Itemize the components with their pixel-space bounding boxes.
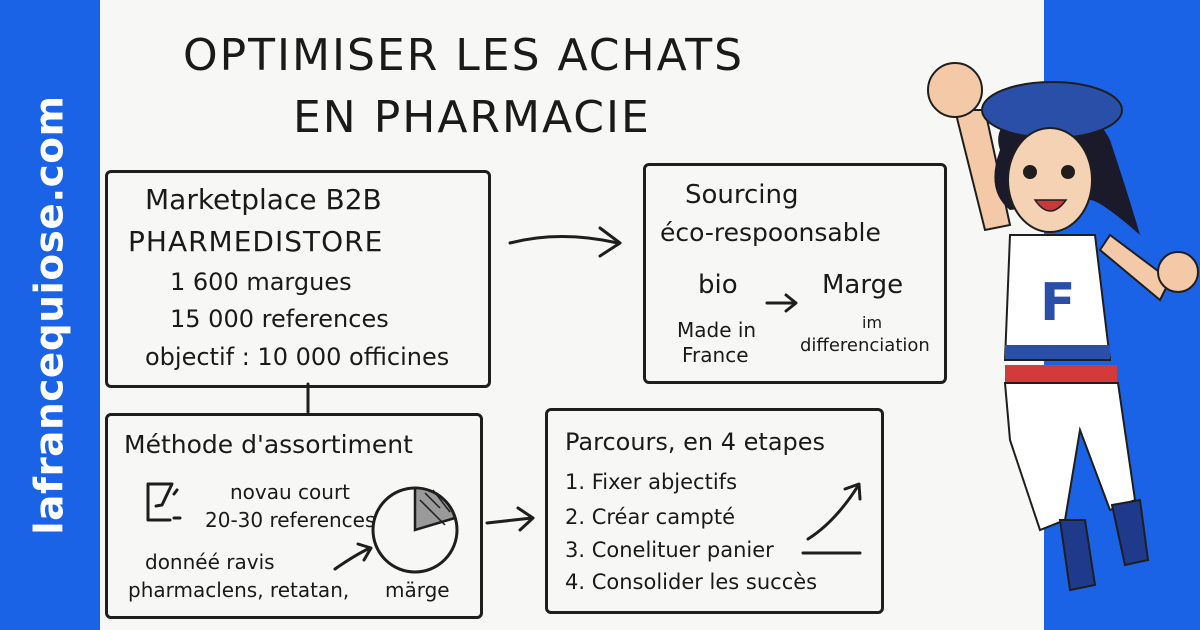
sourcing-heading-1: Sourcing — [685, 180, 799, 210]
methode-donnees: donnéé ravis — [145, 550, 275, 574]
sourcing-heading-2: éco-respoonsable — [660, 218, 881, 247]
sourcing-bio: bio — [698, 270, 738, 300]
sourcing-box — [643, 163, 947, 384]
sourcing-france: France — [682, 343, 749, 367]
methode-heading: Méthode d'assortiment — [124, 430, 413, 459]
parcours-step-4: 4. Consolider les succès — [565, 570, 818, 594]
arrow-bio-to-marge — [765, 293, 798, 313]
methode-refs: 20-30 references — [205, 508, 376, 532]
arrow-marketplace-to-sourcing — [508, 235, 620, 245]
sourcing-differenciation: differenciation — [800, 335, 930, 356]
boot-left — [1058, 519, 1097, 592]
side-fist — [1157, 251, 1199, 293]
methode-niveau: novau court — [230, 480, 351, 504]
marketplace-box — [105, 170, 491, 388]
sourcing-made-in: Made in — [677, 318, 757, 342]
tank-top — [1003, 234, 1112, 361]
arrow-methode-to-parcours — [485, 506, 535, 532]
pie-chart — [371, 486, 459, 574]
pie-slice-marge — [413, 486, 457, 532]
shirt-letter: F — [1040, 273, 1076, 333]
sourcing-marge: Marge — [822, 270, 904, 300]
marketplace-heading-2: PHARMEDISTORE — [128, 225, 384, 258]
arrow-head-sourcing — [598, 226, 622, 258]
parcours-step-1: 1. Fixer abjectifs — [565, 470, 738, 494]
sketch-overlay — [146, 226, 862, 574]
marketplace-goal: objectif : 10 000 officines — [145, 343, 450, 371]
growth-arrow — [806, 482, 862, 541]
raised-fist — [927, 62, 983, 118]
parcours-step-2: 2. Créar campté — [565, 505, 735, 529]
marketplace-heading-1: Marketplace B2B — [145, 183, 382, 216]
parcours-heading: Parcours, en 4 etapes — [565, 428, 826, 456]
whiteboard-canvas: OPTIMISER LES ACHATS EN PHARMACIE Market… — [100, 0, 1044, 630]
face — [1007, 127, 1093, 233]
title-line-1: OPTIMISER LES ACHATS — [183, 30, 745, 81]
methode-marge: märge — [385, 578, 450, 602]
methode-box — [105, 413, 483, 619]
arrow-donnees-to-pie — [333, 542, 373, 571]
title-line-2: EN PHARMACIE — [293, 92, 651, 143]
parcours-box — [545, 408, 884, 614]
legs — [1003, 382, 1137, 532]
doodle-icon — [146, 482, 182, 522]
marketplace-brands: 1 600 margues — [170, 268, 352, 296]
sourcing-im: im — [862, 313, 883, 332]
parcours-step-3: 3. Conelituer panier — [565, 538, 774, 562]
marketplace-references: 15 000 references — [170, 305, 389, 333]
left-brand-band: lafrancequiose.com — [0, 0, 100, 630]
methode-pharmaciens: pharmaclens, retatan, — [128, 578, 350, 602]
boot-right — [1110, 498, 1150, 567]
